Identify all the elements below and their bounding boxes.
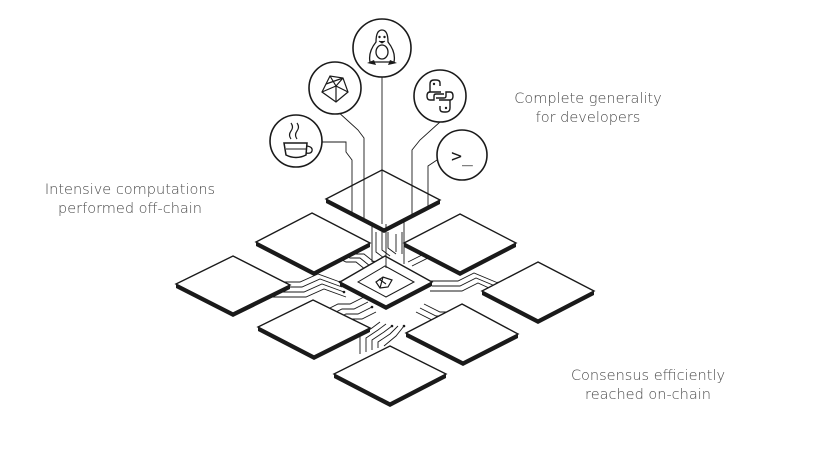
caption-offchain-line1: Intensive computations xyxy=(44,182,216,198)
tile-top xyxy=(324,169,442,233)
tile-upper-right xyxy=(402,213,518,276)
caption-onchain: Consensus efficiently reached on-chain xyxy=(548,367,748,405)
ruby-gem-icon xyxy=(308,61,362,115)
caption-onchain-line2: reached on-chain xyxy=(585,387,711,403)
terminal-icon: >_ xyxy=(436,129,488,181)
cartesi-logo-icon xyxy=(375,276,393,289)
tile-lower-right xyxy=(404,303,520,366)
tile-right xyxy=(480,261,596,324)
caption-onchain-line1: Consensus efficiently xyxy=(570,368,726,384)
tile-bottom xyxy=(332,345,448,407)
caption-offchain: Intensive computations performed off-cha… xyxy=(20,181,240,219)
caption-developers-line1: Complete generality xyxy=(514,91,662,107)
caption-developers: Complete generality for developers xyxy=(498,90,678,128)
tile-center-chip xyxy=(338,255,434,310)
tile-upper-left xyxy=(254,212,372,276)
terminal-glyph: >_ xyxy=(451,146,473,167)
python-icon xyxy=(413,69,467,123)
icon-connectors xyxy=(306,73,441,268)
caption-offchain-line2: performed off-chain xyxy=(58,201,202,217)
linux-penguin-icon xyxy=(352,18,412,78)
tile-left xyxy=(174,255,292,317)
caption-developers-line2: for developers xyxy=(535,110,641,126)
java-coffee-icon xyxy=(269,114,323,168)
tile-lower-left xyxy=(256,299,372,360)
